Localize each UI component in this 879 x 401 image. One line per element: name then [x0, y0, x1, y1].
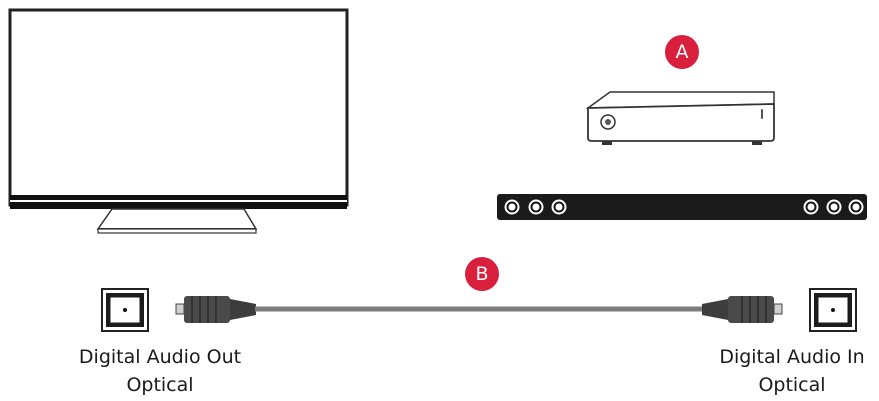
tv-icon: [8, 8, 349, 234]
soundbar-icon: [497, 194, 867, 220]
badge-a: A: [665, 35, 699, 69]
optical-port-icon: [809, 288, 857, 332]
label-out-line2: Optical: [126, 374, 194, 396]
optical-port-icon: [101, 288, 149, 332]
label-in-line2: Optical: [758, 374, 826, 396]
badge-b: B: [465, 257, 499, 291]
label-digital-audio-out: Digital Audio Out Optical: [40, 343, 280, 399]
set-top-box-icon: [585, 91, 775, 145]
label-out-line1: Digital Audio Out: [78, 346, 242, 368]
optical-plug-icon: [702, 296, 783, 323]
label-digital-audio-in: Digital Audio In Optical: [672, 343, 879, 399]
optical-plug-icon: [175, 296, 256, 323]
label-in-line1: Digital Audio In: [719, 346, 865, 368]
